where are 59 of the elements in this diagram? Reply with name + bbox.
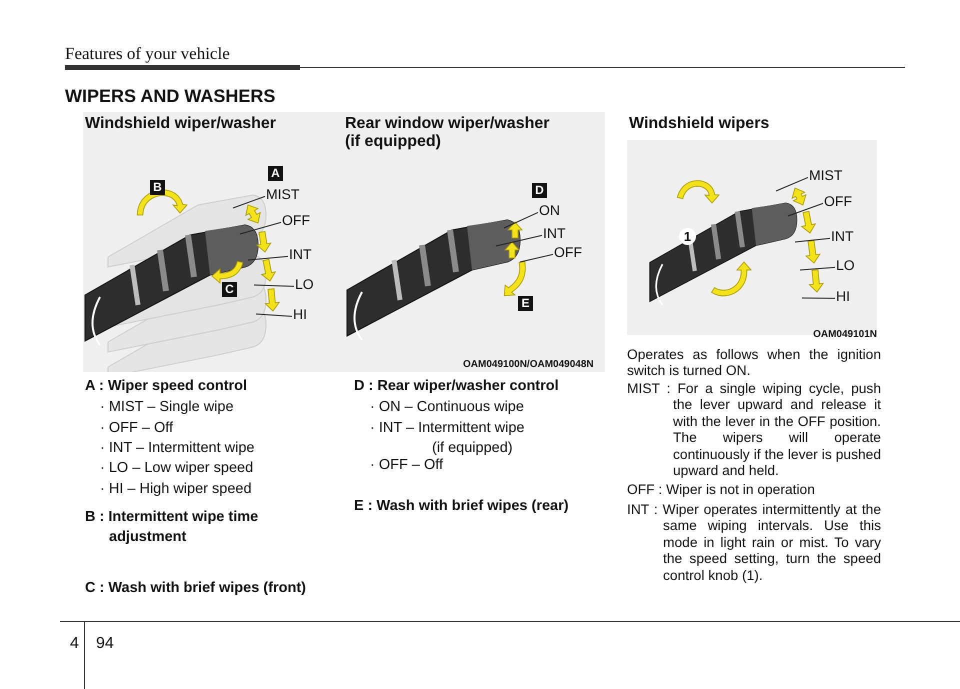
item-heading: D : Rear wiper/washer control: [354, 377, 559, 396]
callout-letter: E: [518, 296, 533, 311]
position-label: INT: [543, 225, 566, 241]
position-label: LO: [295, 276, 314, 292]
description-text: · ON – Continuous wipe: [370, 398, 524, 417]
item-heading: E : Wash with brief wipes (rear): [354, 497, 569, 516]
item-heading: C : Wash with brief wipes (front): [85, 579, 306, 598]
leader-line: [254, 284, 294, 287]
leader-line: [248, 256, 288, 260]
illustration-panel: [83, 112, 344, 372]
description-text: · OFF – Off: [370, 456, 444, 475]
illustration-panel: [343, 112, 605, 372]
item-heading: B : Intermittent wipe time adjustment: [85, 508, 260, 547]
position-label: MIST: [809, 167, 842, 183]
chapter-number: 4: [70, 634, 79, 654]
leader-line: [802, 298, 836, 299]
panel-heading: Windshield wipers: [629, 115, 770, 133]
position-label: ON: [539, 202, 560, 218]
position-label: INT: [831, 228, 854, 244]
position-label: OFF: [554, 244, 582, 260]
position-label: MIST: [266, 186, 300, 202]
leader-line: [800, 266, 836, 270]
section-title: WIPERS AND WASHERS: [65, 86, 276, 107]
description-text: · MIST – Single wipe: [100, 398, 234, 417]
panel-heading: Rear window wiper/washer (if equipped): [345, 115, 550, 151]
leader-line: [776, 176, 808, 192]
description-text: · OFF – Off: [100, 419, 174, 438]
description-text: MIST : For a single wiping cycle, push the lever upward and release it with the lever in the OFF position. The wipers will operate continuously if the lever is pushed upward and held.: [627, 381, 881, 480]
position-label: OFF: [282, 212, 310, 228]
position-label: LO: [836, 257, 855, 273]
callout-letter: B: [150, 180, 165, 195]
leader-line: [520, 254, 554, 262]
position-label: HI: [836, 288, 850, 304]
leader-line: [794, 238, 830, 242]
description-text: · INT – Intermittent wipe: [100, 439, 254, 458]
leader-line: [496, 234, 542, 246]
leader-line: [240, 222, 282, 234]
running-header: Features of your vehicle: [65, 44, 230, 64]
leader-line: [504, 212, 538, 228]
figure-code: OAM049100N/OAM049048N: [463, 358, 594, 372]
description-text: · HI – High wiper speed: [100, 480, 252, 499]
page-number: 94: [96, 634, 114, 654]
figure-code: OAM049101N: [813, 329, 877, 340]
callout-letter: C: [222, 282, 237, 297]
position-label: HI: [293, 306, 307, 322]
description-text: · LO – Low wiper speed: [100, 459, 254, 478]
leader-line: [256, 314, 292, 317]
description-text: OFF : Wiper is not in operation: [627, 482, 816, 498]
callout-letter: D: [532, 183, 547, 198]
panel-heading: Windshield wiper/washer: [85, 115, 278, 133]
description-text: Operates as follows when the ignition switch is turned ON.: [627, 347, 881, 380]
item-heading: A : Wiper speed control: [85, 377, 248, 396]
position-label: OFF: [824, 193, 852, 209]
leader-line: [232, 196, 266, 208]
callout-letter: A: [268, 166, 283, 181]
leader-line: [788, 202, 824, 216]
description-text: INT : Wiper operates intermittently at the same wiping intervals. Use this mode in light rain or mist. To vary the speed setting, turn the speed control knob (1).: [627, 502, 881, 584]
position-label: INT: [289, 246, 312, 262]
description-text: · INT – Intermittent wipe (if equipped): [370, 419, 526, 458]
